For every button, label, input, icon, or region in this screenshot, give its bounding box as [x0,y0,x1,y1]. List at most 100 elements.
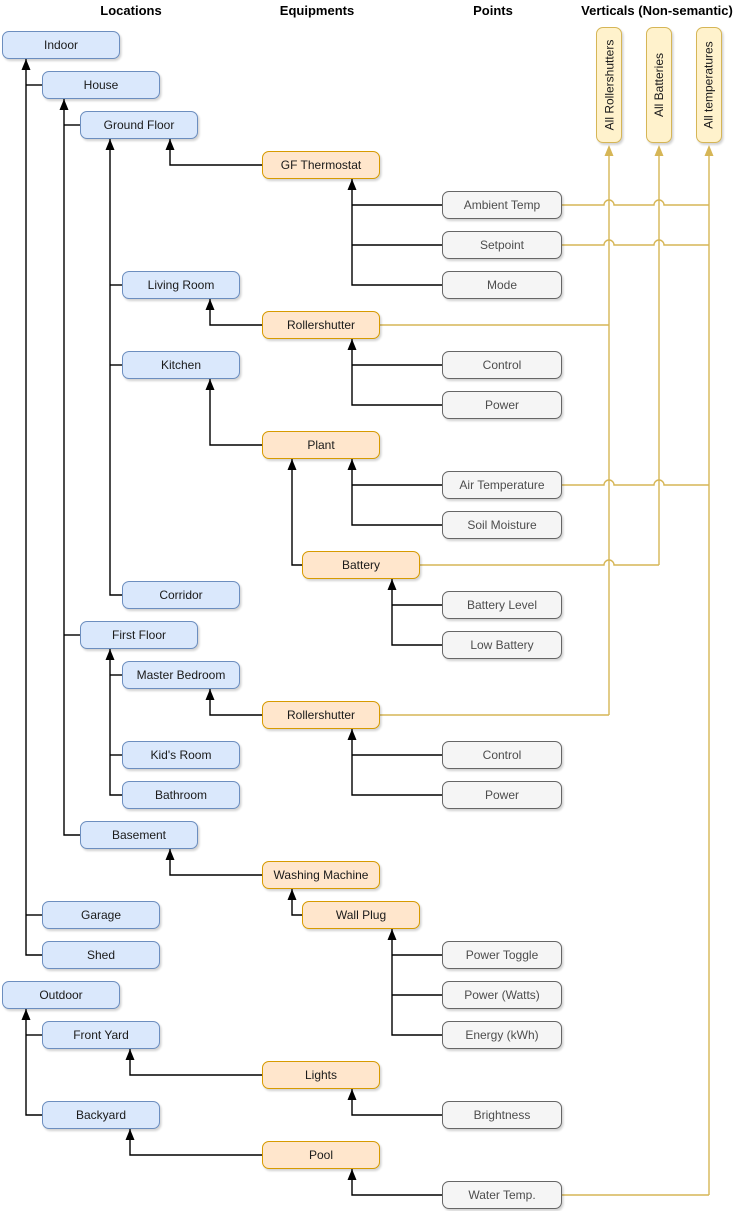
arrowhead [165,849,175,860]
edge [291,459,302,566]
edge [351,1089,442,1116]
equipment-node-rollershutter-mb[interactable]: Rollershutter [262,701,380,729]
column-header-points: Points [473,3,513,18]
edge [562,199,709,206]
point-node-soil-moisture[interactable]: Soil Moisture [442,511,562,539]
equipment-node-pool[interactable]: Pool [262,1141,380,1169]
node-label: Wall Plug [335,908,387,922]
location-node-basement[interactable]: Basement [80,821,198,849]
equipment-node-wall-plug[interactable]: Wall Plug [302,901,420,929]
equipment-node-rollershutter-gf[interactable]: Rollershutter [262,311,380,339]
point-node-air-temperature[interactable]: Air Temperature [442,471,562,499]
location-node-living-room[interactable]: Living Room [122,271,240,299]
edge [351,179,442,286]
point-node-low-battery[interactable]: Low Battery [442,631,562,659]
location-node-house[interactable]: House [42,71,160,99]
point-node-mode[interactable]: Mode [442,271,562,299]
vertical-node-all-rollershutters[interactable]: All Rollershutters [596,27,622,143]
location-node-first-floor[interactable]: First Floor [80,621,198,649]
node-label: Air Temperature [459,478,545,492]
node-label: Battery Level [466,598,538,612]
location-node-outdoor[interactable]: Outdoor [2,981,120,1009]
arrowhead [205,299,215,310]
point-node-energy-kwh[interactable]: Energy (kWh) [442,1021,562,1049]
node-label: Ground Floor [103,118,175,132]
node-label: Outdoor [39,988,83,1002]
node-label: Soil Moisture [467,518,537,532]
edge [129,1049,262,1076]
location-node-kids-room[interactable]: Kid's Room [122,741,240,769]
equipment-node-plant[interactable]: Plant [262,431,380,459]
node-label: Rollershutter [286,318,356,332]
node-label: Control [482,748,522,762]
arrowhead [165,139,175,150]
node-label: Backyard [75,1108,127,1122]
node-label: Power Toggle [465,948,539,962]
location-node-master-bedroom[interactable]: Master Bedroom [122,661,240,689]
edge [351,339,442,406]
node-label: Master Bedroom [136,668,226,682]
node-label: Front Yard [73,1028,129,1042]
arrowhead [387,579,397,590]
equipment-node-battery[interactable]: Battery [302,551,420,579]
node-label: Power [484,398,519,412]
location-node-kitchen[interactable]: Kitchen [122,351,240,379]
location-node-front-yard[interactable]: Front Yard [42,1021,160,1049]
point-node-setpoint[interactable]: Setpoint [442,231,562,259]
vertical-node-all-temperatures[interactable]: All temperatures [696,27,722,143]
arrowhead [347,179,357,190]
location-node-bathroom[interactable]: Bathroom [122,781,240,809]
arrowhead [347,339,357,350]
arrowhead [604,145,614,156]
node-label: Water Temp. [468,1188,536,1202]
point-node-battery-level[interactable]: Battery Level [442,591,562,619]
equipment-node-gf-thermostat[interactable]: GF Thermostat [262,151,380,179]
location-node-garage[interactable]: Garage [42,901,160,929]
edge [209,689,262,716]
node-label: Setpoint [479,238,525,252]
location-node-shed[interactable]: Shed [42,941,160,969]
point-node-ambient-temp[interactable]: Ambient Temp [442,191,562,219]
edge [562,239,709,246]
equipment-node-washing-machine[interactable]: Washing Machine [262,861,380,889]
point-node-power-gf[interactable]: Power [442,391,562,419]
arrowhead [387,929,397,940]
point-node-control-mb[interactable]: Control [442,741,562,769]
point-node-brightness[interactable]: Brightness [442,1101,562,1129]
arrowhead [347,1169,357,1180]
equipment-node-lights[interactable]: Lights [262,1061,380,1089]
edge [169,849,262,876]
location-node-indoor[interactable]: Indoor [2,31,120,59]
arrowhead [654,145,664,156]
arrowhead [21,59,31,70]
point-node-power-watts[interactable]: Power (Watts) [442,981,562,1009]
node-label: Indoor [43,38,79,52]
vertical-node-all-batteries[interactable]: All Batteries [646,27,672,143]
point-node-power-mb[interactable]: Power [442,781,562,809]
node-label: Basement [111,828,167,842]
node-label: All Rollershutters [602,39,617,131]
node-label: Brightness [473,1108,531,1122]
column-header-locations: Locations [100,3,162,18]
arrowhead [21,1009,31,1020]
node-label: Power [484,788,519,802]
node-label: Mode [486,278,518,292]
point-node-power-toggle[interactable]: Power Toggle [442,941,562,969]
point-node-control-gf[interactable]: Control [442,351,562,379]
node-label: Kitchen [160,358,202,372]
edge [351,459,442,526]
edge [25,59,42,956]
location-node-backyard[interactable]: Backyard [42,1101,160,1129]
location-node-corridor[interactable]: Corridor [122,581,240,609]
point-node-water-temp[interactable]: Water Temp. [442,1181,562,1209]
edge [562,479,709,486]
arrowhead [704,145,714,156]
node-label: Low Battery [470,638,534,652]
node-label: Garage [80,908,122,922]
edge [129,1129,262,1156]
arrowhead [125,1129,135,1140]
arrowhead [205,379,215,390]
node-label: Battery [341,558,380,572]
edge [351,1169,442,1196]
location-node-ground-floor[interactable]: Ground Floor [80,111,198,139]
